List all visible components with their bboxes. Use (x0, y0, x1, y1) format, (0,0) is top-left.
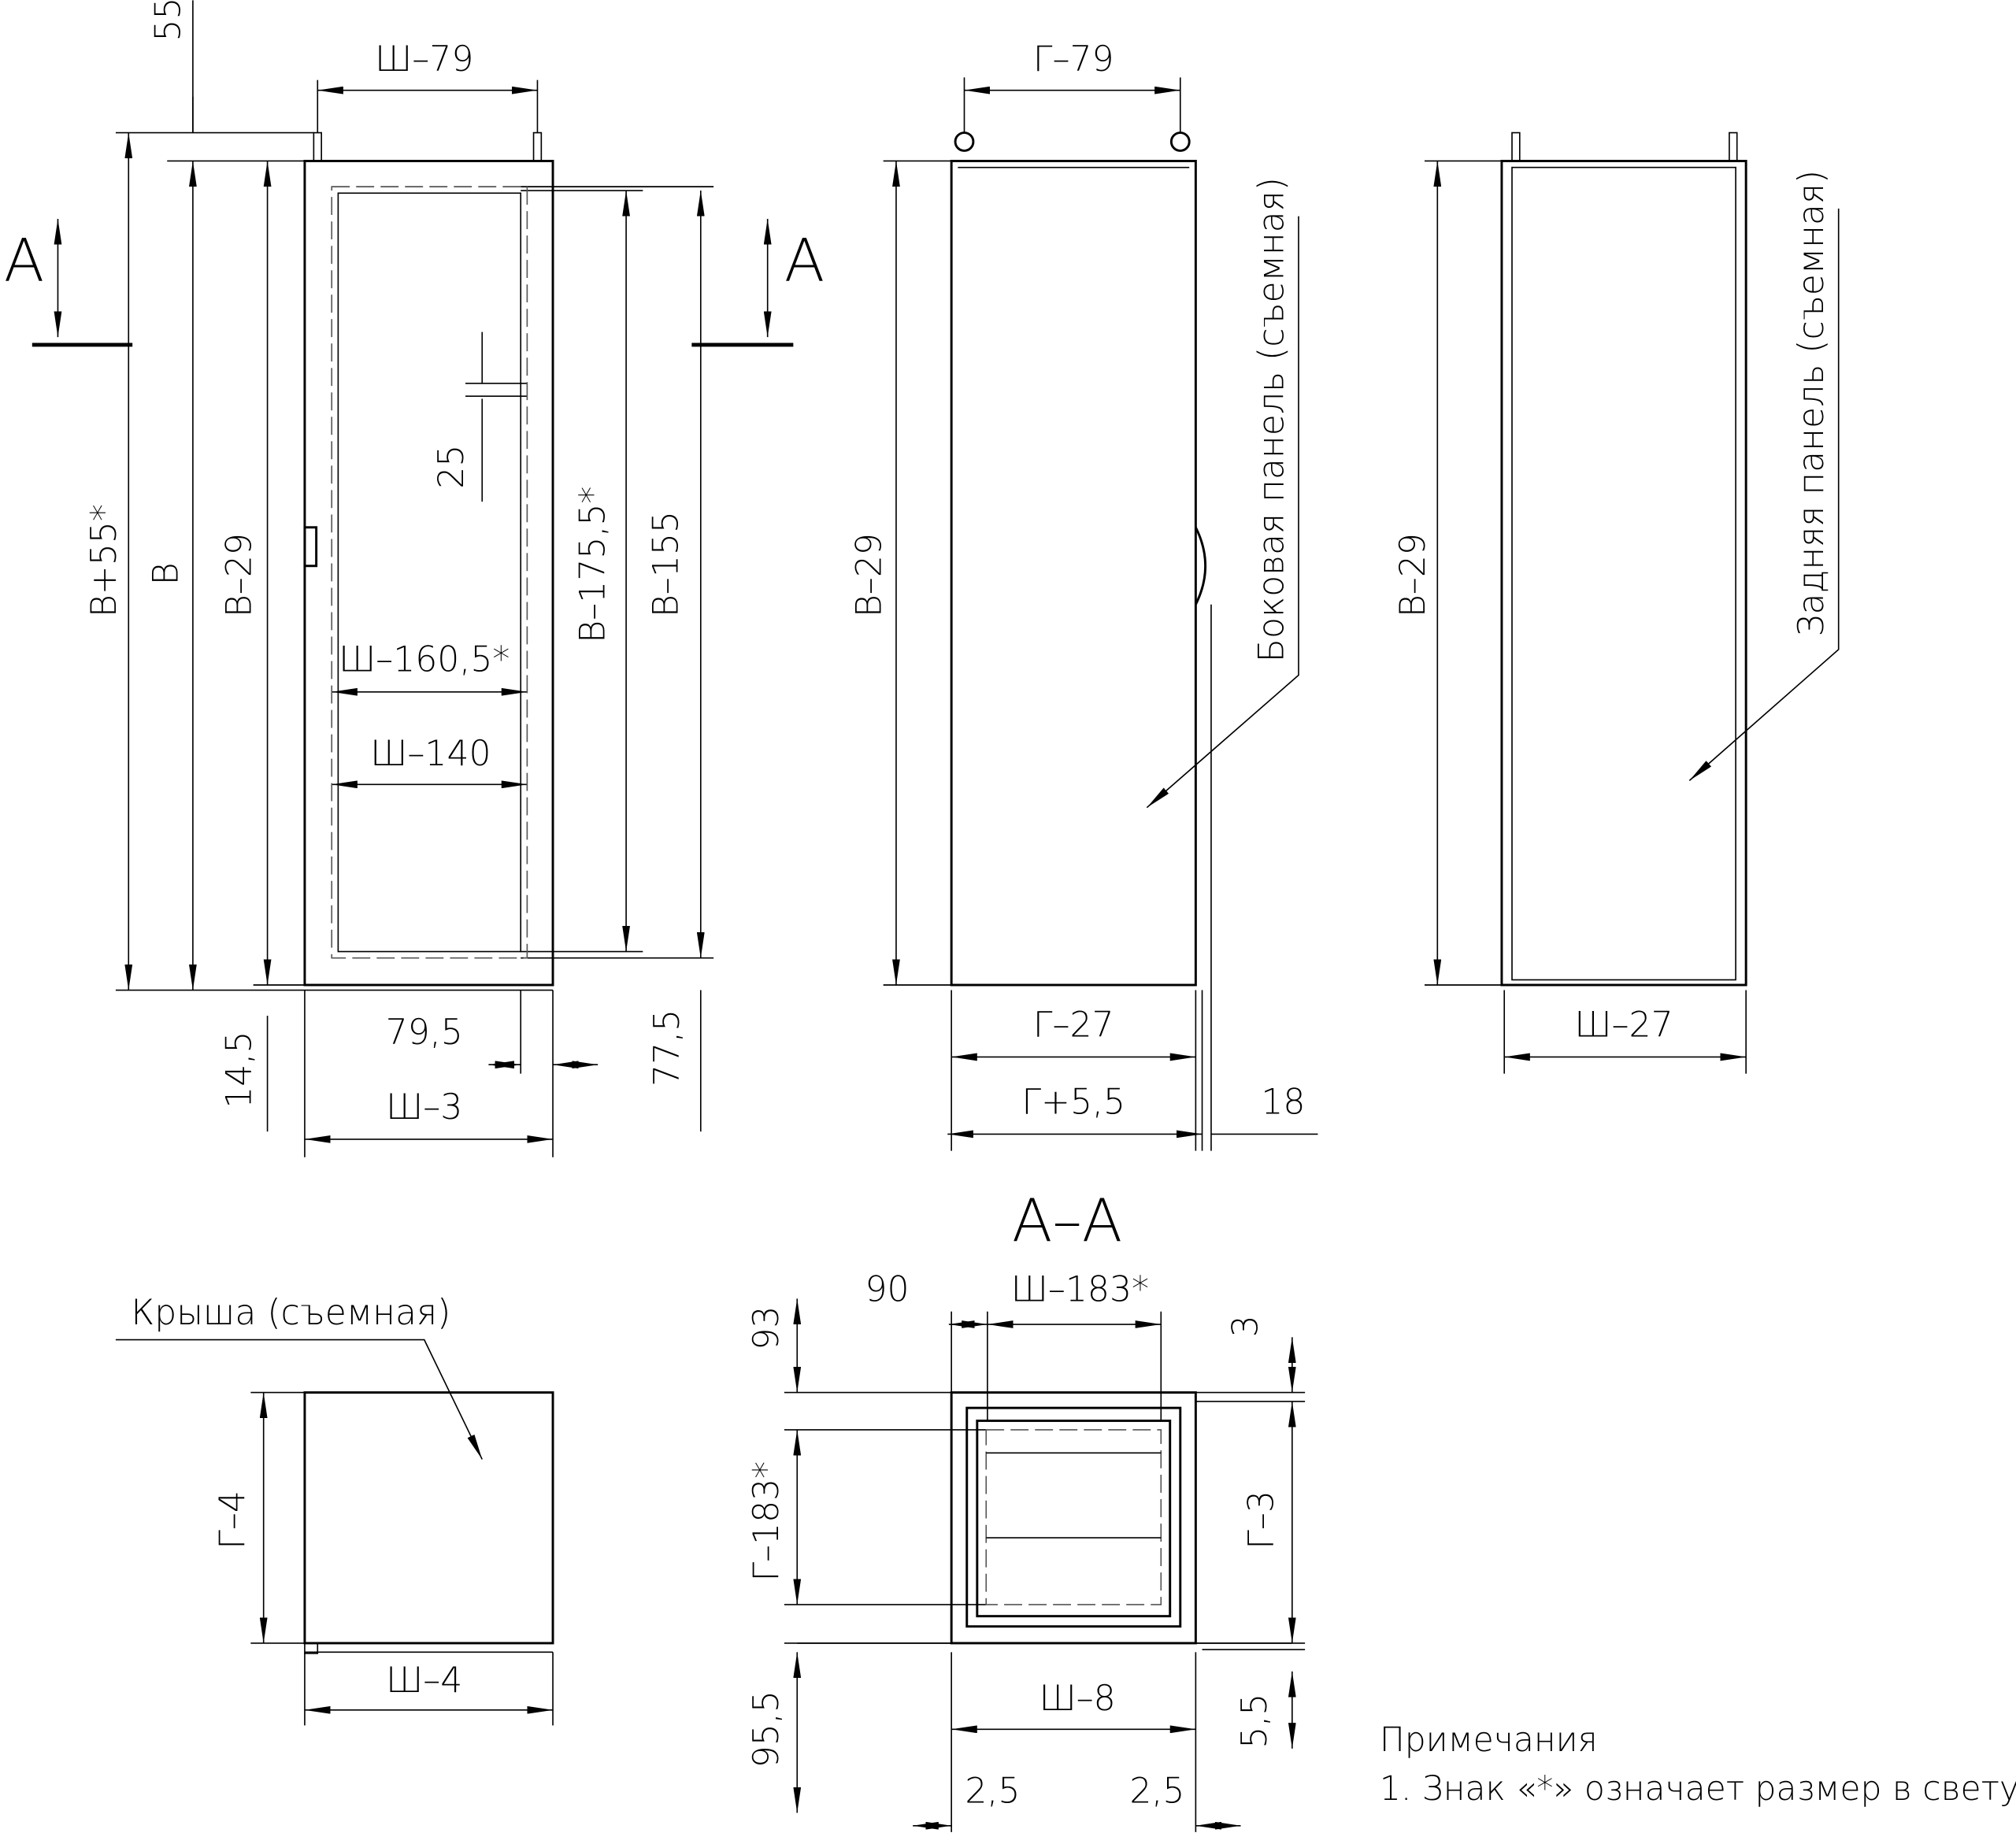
handle-profile (1195, 527, 1206, 605)
dim-bottom-offset: 14,5 (219, 1031, 259, 1109)
eye-bolt-icon (313, 131, 322, 162)
lifting-eye-icon (954, 131, 975, 152)
lifting-eye-icon (1169, 131, 1191, 152)
dim-side-height: В–29 (849, 533, 889, 617)
dim-inner-width-clear: Ш–160,5* (339, 640, 510, 680)
dim-aa-left-margin: 2,5 (965, 1771, 1020, 1811)
mounting-frame (331, 186, 528, 959)
dim-height: В (146, 562, 186, 585)
section-marker-left: А (4, 225, 44, 294)
dim-aa-inner-width: Ш–183* (1011, 1270, 1149, 1310)
section-aa: А–А 90 Ш–183* 93 3 Г–183* Г–3 95,5 5,5 Ш… (747, 1186, 1282, 1811)
dim-aa-bottom-gap: 5,5 (1235, 1694, 1275, 1749)
notes-heading: Примечания (1380, 1721, 1598, 1760)
note-item: 1. Знак «*» означает размер в свету. (1380, 1770, 2016, 1809)
dim-aa-inner-depth: Г–183* (747, 1461, 787, 1582)
dim-aa-depth: Г–3 (1241, 1490, 1281, 1550)
dim-roof-width: Ш–4 (386, 1661, 462, 1701)
section-outline (950, 1391, 1197, 1645)
dim-door-height: В–29 (219, 533, 259, 617)
eye-bolt-icon (532, 131, 543, 162)
notes: Примечания 1. Знак «*» означает размер в… (1380, 1721, 2016, 1809)
dim-inner-width: Ш–140 (370, 734, 491, 774)
dim-width-bolts: Ш–79 (375, 39, 473, 80)
door-handle-icon[interactable] (303, 526, 318, 568)
side-panel (950, 159, 1197, 987)
dim-overall-depth: Г+5,5 (1021, 1082, 1125, 1122)
dim-top-offset: 55* (149, 0, 189, 42)
dim-panel-depth: Г–27 (1033, 1005, 1114, 1045)
roof (303, 1391, 554, 1645)
dim-aa-bottom-offset: 95,5 (747, 1690, 787, 1768)
dim-rail-offset: 79,5 (386, 1013, 463, 1053)
dim-inner-height: В–155 (646, 511, 686, 617)
rear-panel (1500, 159, 1747, 987)
dim-side-bolts: Г–79 (1033, 39, 1114, 80)
side-view: Г–79 В–29 Г–27 Г+5,5 18 Боковая панель (… (849, 39, 1305, 1122)
side-panel-label: Боковая панель (съемная) (1251, 177, 1292, 662)
dim-handle: 18 (1261, 1082, 1305, 1122)
roof-label: Крыша (съемная) (132, 1293, 451, 1333)
dim-total-height: В+55* (84, 504, 124, 617)
rear-view: В–29 Ш–27 Задняя панель (съемная) (1393, 131, 1840, 1045)
dim-aa-top-gap: 3 (1226, 1315, 1266, 1337)
dim-inner-height-clear: В–175,5* (573, 487, 613, 643)
dim-aa-left-offset: 90 (865, 1270, 909, 1310)
dim-door-width: Ш–3 (386, 1087, 462, 1128)
dim-aa-top-offset: 93 (747, 1306, 787, 1350)
dim-rear-width: Ш–27 (1574, 1005, 1673, 1045)
section-title: А–А (1012, 1186, 1122, 1255)
section-marker-right: А (784, 225, 825, 294)
dim-bottom-offset-right: 77,5 (647, 1009, 687, 1087)
dim-aa-width: Ш–8 (1040, 1679, 1116, 1719)
rear-panel-label: Задняя панель (съемная) (1792, 170, 1832, 637)
dim-rear-height: В–29 (1393, 533, 1433, 617)
roof-view: Крыша (съемная) Г–4 Ш–4 (115, 1293, 554, 1701)
dim-rail-pitch: 25 (432, 445, 472, 489)
cabinet-door (303, 159, 554, 987)
dim-roof-depth: Г–4 (213, 1490, 253, 1550)
eye-bolt-icon (1729, 131, 1738, 162)
front-view: 55* Ш–79 В+55* В В–29 25 В–175,5* В–155 … (4, 0, 825, 1128)
eye-bolt-icon (1511, 131, 1521, 162)
dim-aa-right-margin: 2,5 (1129, 1771, 1184, 1811)
